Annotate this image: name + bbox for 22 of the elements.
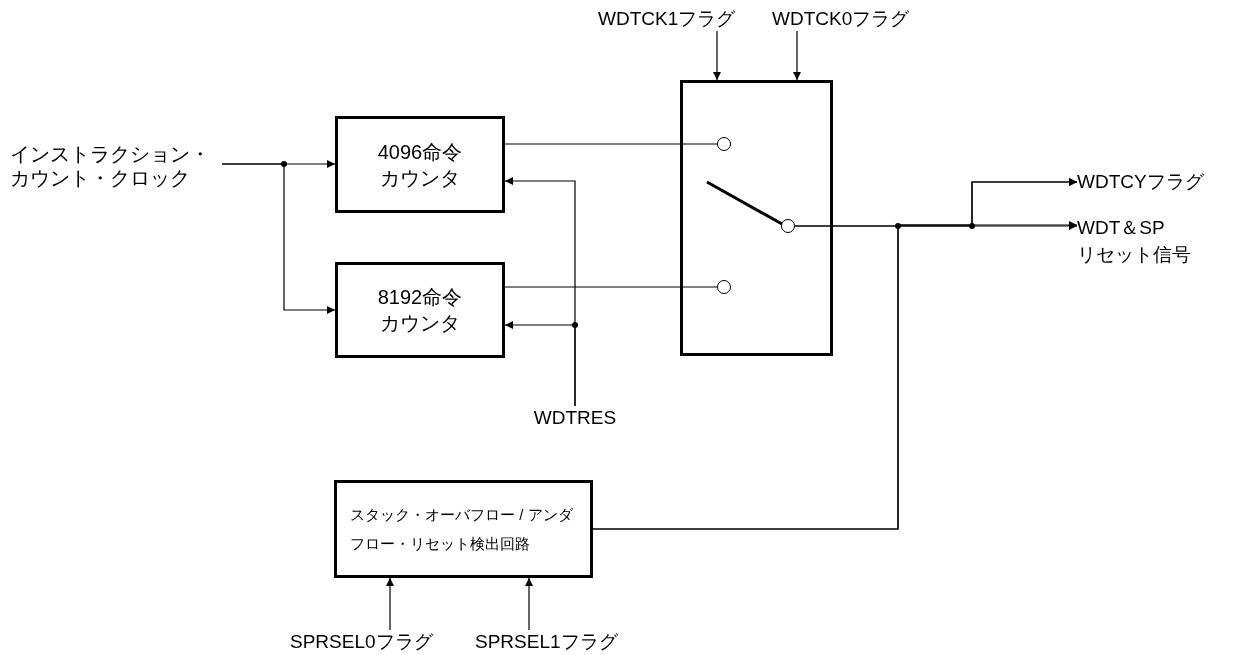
arrow bbox=[793, 30, 801, 81]
counter-box: 4096命令カウンタ bbox=[335, 116, 505, 213]
arrow bbox=[794, 222, 1078, 230]
detector-box: スタック・オーバフロー / アンダフロー・リセット検出回路 bbox=[334, 480, 593, 578]
switch-contact bbox=[717, 137, 731, 151]
output-label: WDT＆SP リセット信号 bbox=[1077, 214, 1207, 268]
signal-label: WDTRES bbox=[530, 406, 620, 430]
flag-label: SPRSEL1フラグ bbox=[475, 630, 618, 654]
switch-contact bbox=[781, 219, 795, 233]
output-label: WDTCYフラグ bbox=[1077, 170, 1204, 194]
arrow bbox=[221, 163, 336, 314]
arrow bbox=[713, 30, 721, 81]
selector-box bbox=[680, 80, 833, 356]
arrow bbox=[504, 321, 576, 407]
input-label: インストラクション・カウント・クロック bbox=[10, 142, 222, 190]
flag-label: WDTCK1フラグ bbox=[598, 7, 736, 31]
counter-box: 8192命令カウンタ bbox=[335, 262, 505, 358]
flag-label: WDTCK0フラグ bbox=[772, 7, 910, 31]
flag-label: SPRSEL0フラグ bbox=[290, 630, 433, 654]
arrow bbox=[386, 577, 394, 631]
arrow bbox=[525, 577, 533, 631]
switch-contact bbox=[717, 280, 731, 294]
